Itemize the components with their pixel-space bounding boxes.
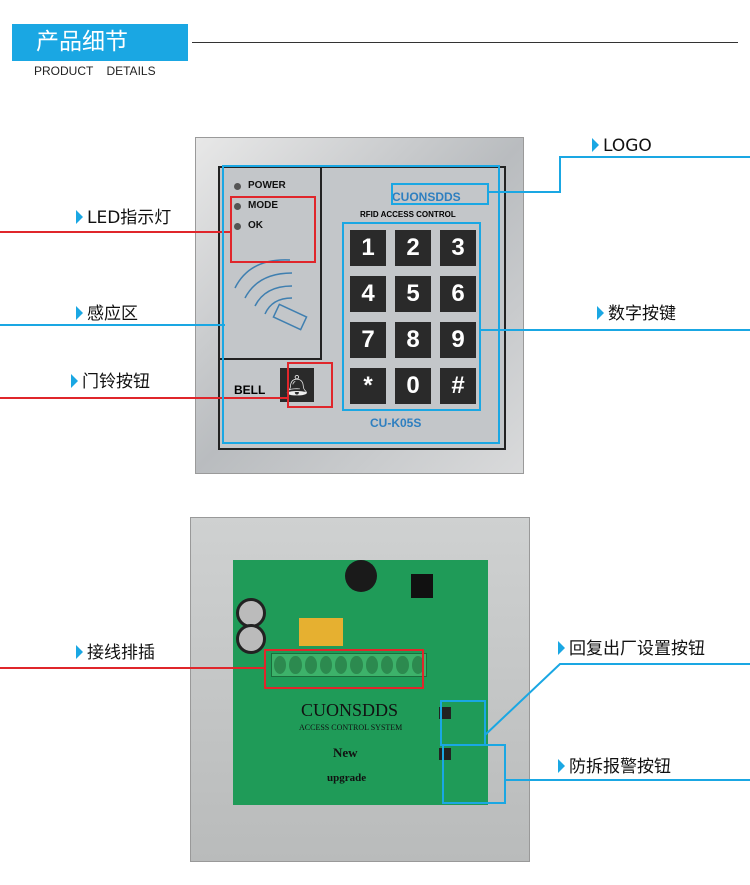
- key-1[interactable]: 2: [395, 230, 431, 266]
- key-7[interactable]: 8: [395, 322, 431, 358]
- tamper-switch[interactable]: [439, 748, 451, 760]
- led-mode: [234, 203, 241, 210]
- product-line: RFID ACCESS CONTROL: [360, 210, 456, 219]
- callout-label: 数字按键: [608, 304, 676, 324]
- callout-keypad: 数字按键: [597, 299, 676, 324]
- triangle-icon: [597, 306, 604, 320]
- triangle-icon: [592, 138, 599, 152]
- key-0[interactable]: 1: [350, 230, 386, 266]
- callout-sensor: 感应区: [76, 299, 138, 324]
- front-plate: POWER MODE OK BELL 🔔︎ CUONSDDS RFID ACCE…: [218, 166, 506, 450]
- callout-led: LED指示灯: [76, 203, 171, 228]
- chip: [411, 574, 433, 598]
- bell-icon: 🔔︎: [284, 373, 310, 397]
- brand-logo: CUONSDDS: [392, 190, 461, 204]
- pcb-new: New: [333, 745, 358, 760]
- callout-label: 防拆报警按钮: [569, 757, 671, 777]
- callout-label: LED指示灯: [87, 208, 172, 228]
- triangle-icon: [76, 306, 83, 320]
- circuit-board: CUONSDDS ACCESS CONTROL SYSTEM New upgra…: [233, 560, 488, 805]
- keypad-front-photo: POWER MODE OK BELL 🔔︎ CUONSDDS RFID ACCE…: [195, 137, 524, 474]
- callout-label: 回复出厂设置按钮: [569, 639, 705, 659]
- rfid-wave-icon: [234, 259, 308, 331]
- pcb-brand: CUONSDDS: [301, 700, 399, 720]
- led-label: OK: [248, 220, 263, 231]
- sensor-area: POWER MODE OK: [220, 168, 322, 360]
- key-11[interactable]: #: [440, 368, 476, 404]
- led-ok: [234, 223, 241, 230]
- callout-label: 接线排插: [87, 643, 155, 663]
- key-3[interactable]: 4: [350, 276, 386, 312]
- callout-label: LOGO: [603, 136, 652, 156]
- callout-label: 感应区: [87, 304, 138, 324]
- section-subtitle: PRODUCT DETAILS: [34, 64, 156, 78]
- led-label: MODE: [248, 200, 278, 211]
- pcb-upgrade: upgrade: [327, 772, 367, 784]
- reset-button[interactable]: [439, 707, 451, 719]
- callout-logo: LOGO: [592, 136, 652, 156]
- title-divider: [192, 42, 738, 43]
- relay: [299, 618, 343, 646]
- key-5[interactable]: 6: [440, 276, 476, 312]
- pcb-system: ACCESS CONTROL SYSTEM: [299, 723, 403, 732]
- buzzer: [345, 560, 377, 592]
- callout-label: 门铃按钮: [82, 372, 150, 392]
- triangle-icon: [71, 374, 78, 388]
- led-power: [234, 183, 241, 190]
- section-title: 产品细节: [12, 24, 188, 61]
- triangle-icon: [76, 210, 83, 224]
- bell-label: BELL: [234, 383, 266, 397]
- key-4[interactable]: 5: [395, 276, 431, 312]
- key-10[interactable]: 0: [395, 368, 431, 404]
- bell-button[interactable]: 🔔︎: [280, 368, 314, 402]
- triangle-icon: [558, 759, 565, 773]
- key-6[interactable]: 7: [350, 322, 386, 358]
- capacitor: [236, 624, 266, 654]
- keypad-back-photo: CUONSDDS ACCESS CONTROL SYSTEM New upgra…: [190, 517, 530, 862]
- key-2[interactable]: 3: [440, 230, 476, 266]
- triangle-icon: [76, 645, 83, 659]
- triangle-icon: [558, 641, 565, 655]
- model-number: CU-K05S: [370, 416, 422, 430]
- callout-bell: 门铃按钮: [71, 367, 150, 392]
- callout-tamper: 防拆报警按钮: [558, 752, 671, 777]
- key-8[interactable]: 9: [440, 322, 476, 358]
- callout-reset: 回复出厂设置按钮: [558, 634, 705, 659]
- led-label: POWER: [248, 180, 286, 191]
- key-9[interactable]: *: [350, 368, 386, 404]
- callout-terminal: 接线排插: [76, 638, 155, 663]
- terminal-block: [271, 653, 427, 677]
